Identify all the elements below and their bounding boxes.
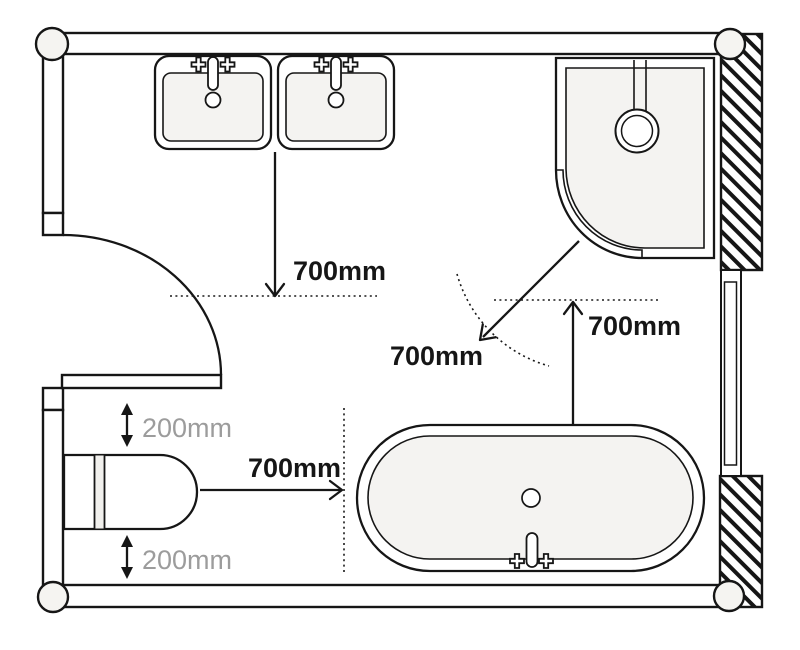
toilet-tank-fill: [94, 455, 105, 529]
tub-drain-icon: [521, 488, 541, 508]
shower-tray: [565, 67, 705, 249]
dim-toilet-side-bottom: 200mm: [121, 535, 232, 579]
arrow-down-icon: [264, 282, 286, 298]
toilet: [62, 453, 199, 531]
dim-toilet-to-tub-clearance: 700mm: [200, 408, 345, 575]
sink-right: [278, 56, 394, 149]
arrow-down-icon: [121, 435, 133, 447]
arrow-down-left-icon: [478, 323, 497, 342]
shower: [554, 56, 716, 260]
right-wall-hatch-upper: [719, 32, 764, 272]
dim-label: 200mm: [142, 413, 232, 443]
arrow-up-icon: [562, 300, 584, 316]
dim-tub-to-shower-clearance: 700mm: [494, 299, 681, 425]
arrow-shaft: [482, 240, 580, 338]
corner-post-top-left: [34, 26, 70, 62]
door-jamb-bottom: [41, 386, 65, 412]
arrow-up-icon: [121, 535, 133, 547]
dim-shower-front-clearance: 700mm: [390, 240, 580, 371]
corner-posts: [34, 26, 747, 614]
door-swing-arc: [62, 233, 223, 376]
corner-post-bottom-right: [712, 579, 746, 613]
door-leaf: [60, 373, 223, 390]
bottom-wall: [43, 583, 723, 609]
window: [720, 269, 742, 477]
arrow-right-icon: [328, 479, 344, 501]
dim-label: 700mm: [390, 341, 483, 371]
door-jamb-top: [41, 211, 65, 237]
shower-door-curve: [556, 169, 643, 257]
sink-left: [155, 56, 271, 149]
tub-spout-icon: [525, 532, 539, 568]
dim-toilet-side-top: 200mm: [121, 403, 232, 447]
door: [60, 233, 223, 390]
arrow-down-icon: [121, 567, 133, 579]
left-wall-lower: [41, 408, 65, 599]
window-glass: [723, 281, 738, 466]
corner-post-bottom-left: [36, 580, 70, 614]
clearance-dotted-arc: [456, 273, 550, 367]
top-wall: [41, 31, 723, 56]
corner-post-top-right: [713, 27, 747, 61]
toilet-body: [62, 453, 199, 531]
dim-label: 700mm: [248, 453, 341, 483]
dim-label: 700mm: [293, 256, 386, 286]
arrow-up-icon: [121, 403, 133, 415]
dim-sink-front-clearance: 700mm: [170, 152, 386, 298]
dim-label: 200mm: [142, 545, 232, 575]
shower-drain-icon: [620, 114, 654, 148]
bathtub: [355, 423, 706, 573]
dim-label: 700mm: [588, 311, 681, 341]
